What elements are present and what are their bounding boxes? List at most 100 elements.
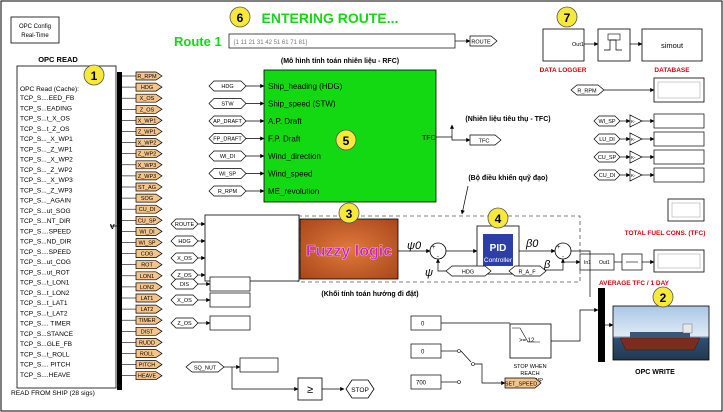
- rfc-from-wi_di[interactable]: WI_DI: [208, 150, 247, 162]
- lower-from-z_os[interactable]: Z_OS: [170, 317, 199, 329]
- lower-display[interactable]: [209, 292, 251, 308]
- set-speed-tag[interactable]: [504, 377, 542, 389]
- goto-tag-x_wp2[interactable]: X_WP2: [135, 138, 163, 147]
- goto-tag-heave[interactable]: HEAVE: [135, 371, 163, 381]
- rfc-from-stw-label: STW: [221, 102, 234, 108]
- goto-tag-z_wp1-label: Z_WP1: [138, 130, 156, 136]
- goto-tag-r_rpm[interactable]: R_RPM: [135, 71, 163, 81]
- goto-tag-rot[interactable]: ROT: [135, 260, 163, 270]
- avg-tfc-display[interactable]: [653, 249, 705, 273]
- rfc-from-hdg[interactable]: HDG: [208, 80, 247, 92]
- goto-tag-x_os[interactable]: X_OS: [135, 93, 163, 103]
- rfc-input-label: Ship_heading (HDG): [268, 82, 343, 91]
- svg-text:-: -: [562, 254, 564, 260]
- goto-tag-roll[interactable]: ROLL: [135, 349, 163, 358]
- goto-tag-lat1-label: LAT1: [141, 296, 154, 302]
- lower-from-dis[interactable]: DIS: [170, 278, 199, 290]
- sq-nut-tag[interactable]: [185, 361, 225, 373]
- sq-nut-display[interactable]: [239, 357, 279, 373]
- goto-tag-cu_di[interactable]: CU_DI: [135, 204, 163, 214]
- gain-from-wisp[interactable]: WI_SP: [593, 115, 621, 127]
- simout-block[interactable]: [641, 28, 703, 62]
- goto-tag-lat1[interactable]: LAT1: [135, 293, 163, 303]
- tfc-goto-tag[interactable]: [469, 134, 502, 146]
- goto-tag-x_wp3[interactable]: X_WP3: [135, 160, 163, 170]
- svg-text:-: -: [437, 254, 439, 260]
- gain-block[interactable]: K-: [629, 132, 643, 146]
- svg-text:+: +: [432, 245, 436, 251]
- goto-tag-timer[interactable]: TIMER: [135, 315, 163, 325]
- goto-tag-rudd[interactable]: RUDD: [135, 338, 163, 347]
- rfc-from-ap_draft[interactable]: AP_DRAFT: [208, 115, 247, 127]
- opc-config-block[interactable]: OPC Config Real-Time: [10, 16, 60, 44]
- rpm-from-tag[interactable]: [570, 84, 605, 96]
- opc-read-block[interactable]: OPC READ OPC Read (Cache): TCP_S....EED_…: [11, 55, 117, 397]
- lower-display[interactable]: [209, 276, 251, 292]
- rfc-from-r_rpm[interactable]: R_RPM: [208, 185, 247, 197]
- hdg-feedback-tag[interactable]: [445, 265, 492, 277]
- lower-from-dis-label: DIS: [180, 282, 190, 288]
- stop-block[interactable]: [345, 379, 375, 399]
- goto-tag-dist[interactable]: DIST: [135, 326, 163, 336]
- gain-block[interactable]: K-: [629, 114, 643, 128]
- fuzzy-from-hdg[interactable]: HDG: [170, 235, 199, 247]
- total-fuel-section: TOTAL FUEL CONS. (TFC) In1 Out1 AVERAGE …: [565, 198, 705, 287]
- fuzzy-from-x_os[interactable]: X_OS: [170, 252, 199, 264]
- goto-tag-pitch[interactable]: PITCH: [135, 360, 163, 369]
- rfc-from-fp_draft[interactable]: FP_DRAFT: [208, 133, 247, 144]
- goto-tag-x_wp1[interactable]: X_WP1: [135, 116, 163, 125]
- goto-tag-z_os[interactable]: Z_OS: [135, 104, 163, 114]
- goto-tag-hdg[interactable]: HDG: [135, 82, 163, 92]
- goto-tag-lon2[interactable]: LON2: [135, 282, 163, 292]
- goto-tag-cog[interactable]: COG: [135, 249, 163, 258]
- goto-tag-x_os-label: X_OS: [140, 96, 155, 102]
- route-goto-tag[interactable]: [469, 35, 498, 47]
- gain-from-ludi[interactable]: LU_DI: [593, 133, 621, 145]
- lower-display[interactable]: [209, 315, 251, 331]
- gain-display[interactable]: [653, 113, 705, 129]
- gain-display[interactable]: [653, 167, 705, 183]
- const-top[interactable]: [410, 315, 442, 331]
- fuzzy-logic-block[interactable]: [299, 218, 399, 280]
- lower-from-x_os[interactable]: X_OS: [170, 294, 199, 306]
- goto-tag-wi_sp-label: WI_SP: [138, 241, 155, 247]
- goto-tag-cu_di-label: CU_DI: [139, 207, 156, 213]
- rfc-from-wi_sp[interactable]: WI_SP: [208, 168, 247, 179]
- goto-tag-z_wp2-label: Z_WP2: [138, 152, 156, 158]
- gain-from-cusp[interactable]: CU_SP: [593, 151, 621, 163]
- svg-text:0: 0: [421, 350, 425, 356]
- goto-tag-sog[interactable]: SOG: [135, 193, 163, 203]
- total-fuel-display[interactable]: [667, 198, 705, 222]
- const-mid[interactable]: [410, 343, 442, 359]
- goto-tag-cu_sp[interactable]: CU_SP: [135, 215, 163, 225]
- goto-tag-lat2[interactable]: LAT2: [135, 304, 163, 314]
- gain-label: K-: [631, 119, 636, 124]
- goto-tag-sog-label: SOG: [141, 196, 153, 202]
- fuzzy-from-z_os[interactable]: Z_OS: [170, 269, 199, 281]
- svg-text:+: +: [557, 245, 561, 251]
- gain-block[interactable]: K-: [629, 150, 643, 164]
- gain-from-cudi[interactable]: CU_DI: [593, 169, 621, 181]
- opc-signal: TCP_S...ut_SOG: [20, 208, 71, 215]
- raf-feedback-tag[interactable]: [508, 265, 547, 277]
- goto-tag-lon1[interactable]: LON1: [135, 271, 163, 281]
- goto-tag-z_wp2[interactable]: Z_WP2: [135, 149, 163, 159]
- goto-tag-z_wp1[interactable]: Z_WP1: [135, 127, 163, 136]
- goto-tag-wi_sp[interactable]: WI_SP: [135, 238, 163, 247]
- gain-block[interactable]: K-: [629, 168, 643, 182]
- callout-5: [335, 129, 357, 151]
- opc-signal: TCP_S...GLE_FB: [20, 341, 73, 348]
- goto-tag-z_wp3[interactable]: Z_WP3: [135, 171, 163, 181]
- goto-tag-timer-label: TIMER: [138, 318, 155, 324]
- rpm-display[interactable]: [653, 77, 705, 103]
- rate-transition-block[interactable]: [597, 28, 631, 62]
- rfc-from-stw[interactable]: STW: [208, 98, 247, 109]
- goto-tag-wi_di[interactable]: WI_DI: [135, 227, 163, 236]
- data-logger-block[interactable]: [542, 28, 585, 62]
- gain-display[interactable]: [653, 131, 705, 147]
- switch-block[interactable]: [509, 323, 552, 359]
- fuzzy-subsystem[interactable]: [204, 214, 300, 282]
- gain-display[interactable]: [653, 149, 705, 165]
- goto-tag-st_ag[interactable]: ST_AG: [135, 182, 163, 192]
- fuzzy-from-route[interactable]: ROUTE: [170, 218, 199, 230]
